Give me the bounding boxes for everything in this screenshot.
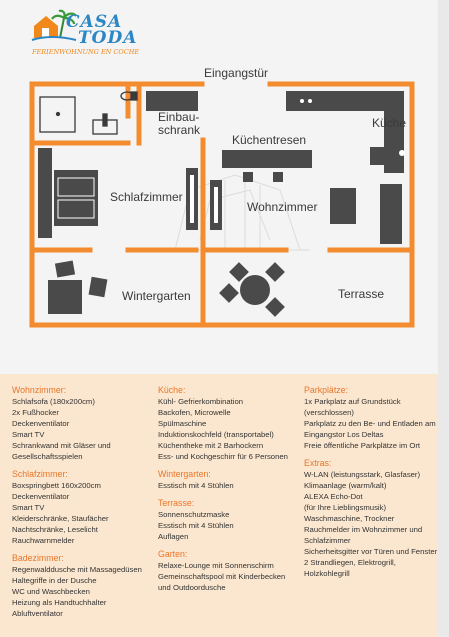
list-item: Smart TV — [12, 430, 45, 439]
list-item: Schlafzimmer — [304, 536, 351, 545]
terrace-furniture — [219, 262, 285, 317]
walls — [29, 81, 415, 328]
list-item: WC und Waschbecken — [12, 587, 90, 596]
bedroom-furniture — [38, 148, 222, 238]
list-item: Parkplatz zu den Be- und Entladen am — [304, 419, 436, 428]
list-item: Freie öffentliche Parkplätze im Ort — [304, 441, 421, 450]
bathroom-fixtures — [39, 91, 138, 135]
list-item: Küchentheke mit 2 Barhockern — [158, 441, 264, 450]
list-item: Induktionskochfeld (transportabel) — [158, 430, 274, 439]
logo-tagline: FERIENWOHNUNG EN COCHE — [32, 48, 140, 56]
list-item: Heizung als Handtuchhalter — [12, 598, 107, 607]
section-title: Extras: — [304, 458, 332, 468]
terrace-table-icon — [240, 275, 270, 305]
label-wohnzimmer: Wohnzimmer — [247, 200, 318, 214]
list-item: Sonnenschutzmaske — [158, 510, 230, 519]
label-kueche: Küche — [372, 116, 407, 130]
list-item: Smart TV — [12, 503, 45, 512]
label-terrasse: Terrasse — [338, 287, 385, 301]
list-item: Schlafsofa (180x200cm) — [12, 397, 95, 406]
list-item: Sicherheitsgitter vor Türen und Fenster — [304, 547, 438, 556]
list-item: Deckenventilator — [12, 492, 70, 501]
list-item: Kleiderschränke, Staufächer — [12, 514, 109, 523]
list-item: Abluftventilator — [12, 609, 63, 618]
logo-casa-text: CASA — [66, 12, 123, 32]
kitchen-bar-icon — [222, 150, 312, 168]
logo-toda-text: TODA — [78, 28, 138, 48]
list-item: Rauchmelder im Wohnzimmer und — [304, 525, 423, 534]
list-item: Esstisch mit 4 Stühlen — [158, 521, 234, 530]
side-strip — [438, 0, 449, 637]
list-item: Spülmaschine — [158, 419, 207, 428]
list-item: Haltegriffe in der Dusche — [12, 576, 97, 585]
list-item: ALEXA Echo-Dot — [304, 492, 363, 501]
bed-icon — [54, 170, 98, 226]
list-item: Holzkohlegrill — [304, 569, 350, 578]
list-item: Boxspringbett 160x200cm — [12, 481, 101, 490]
section-title: Parkplätze: — [304, 385, 349, 395]
amenities-column-2: Küche: Kühl- Gefrierkombination Backofen… — [158, 384, 298, 599]
section-title: Wintergarten: — [158, 469, 211, 479]
section-title: Küche: — [158, 385, 186, 395]
label-entrance: Eingangstür — [204, 66, 269, 80]
section-title: Schlafzimmer: — [12, 469, 68, 479]
kitchen-counter-icon — [286, 91, 404, 111]
list-item: 2 Strandliegen, Elektrogrill, — [304, 558, 396, 567]
house-palm-icon — [31, 9, 77, 41]
wardrobe-icon — [146, 91, 198, 111]
list-item: Nachtschränke, Leselicht — [12, 525, 98, 534]
shower-icon — [39, 96, 76, 133]
stove-icon — [300, 99, 312, 103]
list-item: 2x Fußhocker — [12, 408, 59, 417]
list-item: Gesellschaftsspielen — [12, 452, 83, 461]
section-title: Badezimmer: — [12, 553, 64, 563]
list-item: Gemeinschaftspool mit Kinderbecken — [158, 572, 286, 581]
bar-stools — [243, 172, 283, 182]
amenities-column-1: Wohnzimmer: Schlafsofa (180x200cm) 2x Fu… — [12, 384, 152, 625]
section-title: Garten: — [158, 549, 188, 559]
list-item: (verschlossen) — [304, 408, 354, 417]
list-item: Waschmaschine, Trockner — [304, 514, 395, 523]
amenities-panel — [0, 374, 449, 637]
list-item: Klimaanlage (warm/kalt) — [304, 481, 387, 490]
list-item: Eingangstor Los Deltas — [304, 430, 384, 439]
list-item: und Outdoordusche — [158, 583, 226, 592]
list-item: Ess- und Kochgeschirr für 6 Personen — [158, 452, 288, 461]
label-schlafzimmer: Schlafzimmer — [110, 190, 183, 204]
kitchen-counters — [222, 91, 405, 173]
floorplan — [29, 81, 415, 328]
list-item: Auflagen — [158, 532, 189, 541]
coffee-table-icon — [330, 188, 356, 224]
amenities-column-3: Parkplätze: 1x Parkplatz auf Grundstück … — [304, 384, 438, 585]
list-item: Kühl- Gefrierkombination — [158, 397, 244, 406]
sofa-icon — [380, 184, 402, 244]
wintergarten-table-icon — [48, 280, 82, 314]
list-item: Rauchwarnmelder — [12, 536, 75, 545]
wintergarten-furniture — [48, 260, 108, 314]
section-title: Terrasse: — [158, 498, 195, 508]
list-item: Deckenventilator — [12, 419, 70, 428]
livingroom-furniture — [330, 184, 402, 244]
list-item: 1x Parkplatz auf Grundstück — [304, 397, 401, 406]
label-wintergarten: Wintergarten — [122, 289, 191, 303]
list-item: Schrankwand mit Gläser und — [12, 441, 111, 450]
list-item: Esstisch mit 4 Stühlen — [158, 481, 234, 490]
label-einbauschrank: Einbau- schrank — [158, 110, 201, 137]
list-item: W-LAN (leistungsstark, Glasfaser) — [304, 470, 421, 479]
label-kuechentresen: Küchentresen — [232, 133, 307, 147]
list-item: Backofen, Microwelle — [158, 408, 231, 417]
list-item: Regenwalddusche mit Massagedüsen — [12, 565, 142, 574]
list-item: Relaxe-Lounge mit Sonnenschirm — [158, 561, 274, 570]
list-item: (für Ihre Lieblingsmusik) — [304, 503, 387, 512]
casa-toda-logo: CASA TODA FERIENWOHNUNG EN COCHE — [30, 8, 140, 58]
section-title: Wohnzimmer: — [12, 385, 67, 395]
